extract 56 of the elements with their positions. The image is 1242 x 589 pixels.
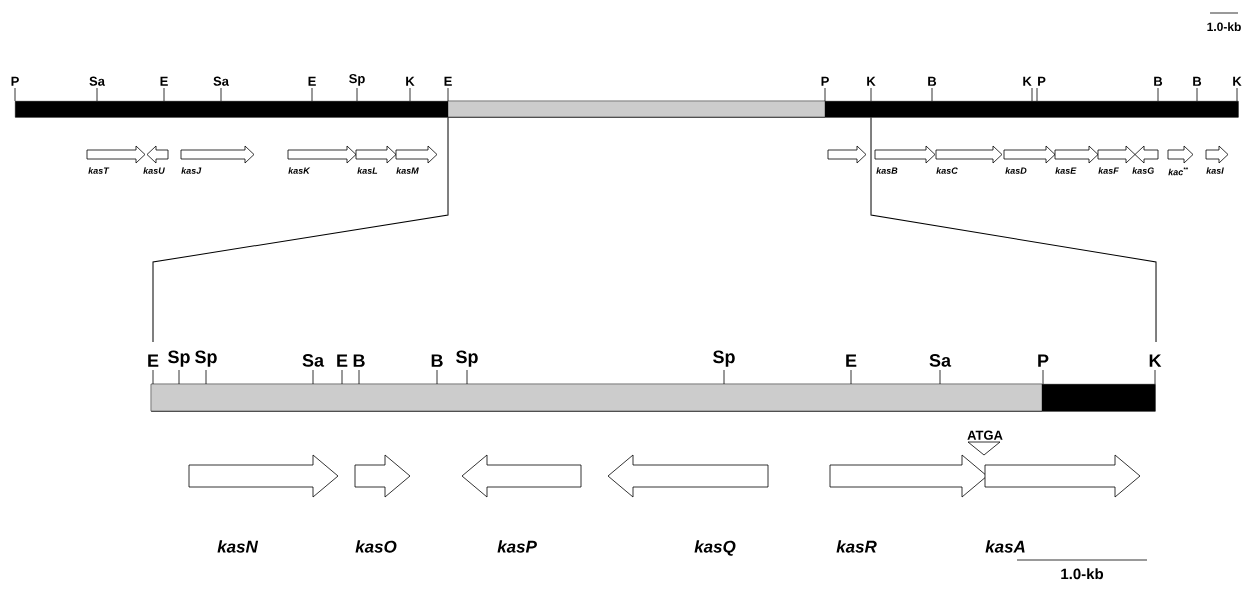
restriction-site: K [867, 76, 876, 102]
restriction-map-bar [150, 383, 1156, 412]
zoom-line [870, 117, 1157, 343]
restriction-site: B [353, 354, 365, 385]
gene-label: kasU [143, 167, 165, 174]
restriction-site: E [444, 76, 452, 102]
restriction-site: Sp [168, 350, 190, 385]
gene-label: kasR [836, 540, 877, 553]
gene-label: kasB [876, 167, 898, 174]
scale-bar: 1.0-kb [1016, 559, 1148, 580]
gene-label: kasK [288, 167, 311, 174]
restriction-site: K [1233, 76, 1242, 102]
restriction-site: Sa [929, 354, 952, 385]
restriction-map-bar [15, 100, 1239, 118]
scale-bar: 1.0-kb [1207, 12, 1241, 31]
gene-label: kasI [1206, 167, 1224, 174]
restriction-site: Sa [302, 354, 325, 385]
restriction-site: P [11, 76, 19, 102]
restriction-site: E [308, 76, 316, 102]
gene [827, 145, 867, 164]
restriction-site: P [1038, 354, 1049, 385]
restriction-site: B [1154, 76, 1163, 102]
restriction-site: Sp [195, 350, 217, 385]
restriction-site: K [406, 76, 415, 102]
restriction-site: K [1023, 76, 1033, 102]
restriction-site: E [846, 354, 857, 385]
gene-label: kasG [1132, 167, 1154, 174]
gene-label: kasE [1055, 167, 1077, 174]
gene-label: kasD [1005, 167, 1027, 174]
restriction-site: K [1149, 354, 1162, 385]
restriction-site: E [337, 354, 348, 385]
gene-label: kasQ [694, 540, 736, 556]
restriction-site: Sp [713, 350, 735, 385]
gene-label: kasN [217, 540, 259, 553]
restriction-site: Sp [456, 350, 478, 385]
gene-label: kasA [985, 540, 1025, 553]
restriction-site: E [160, 76, 168, 102]
restriction-site: Sp [349, 74, 365, 102]
gene-label: kasT [88, 167, 110, 174]
gene-label: kasL [357, 167, 378, 174]
gene-label: kasO [355, 540, 397, 553]
restriction-site: B [928, 76, 937, 102]
restriction-site: P [821, 76, 829, 102]
restriction-site: E [148, 354, 159, 385]
gene-label: kasC [936, 167, 958, 174]
gene-label: kasM [396, 167, 419, 174]
zoom-line [152, 117, 449, 343]
restriction-site: Sa [213, 76, 230, 102]
gene-label: kasJ [181, 167, 202, 174]
gene-label: kasP [497, 540, 537, 553]
restriction-site: B [1193, 76, 1202, 102]
gene-label: kasF [1098, 167, 1119, 174]
restriction-site: B [431, 354, 443, 385]
gene-label: kac$^{**}$ [1168, 167, 1189, 176]
restriction-site: P [1036, 76, 1046, 102]
restriction-site: Sa [89, 76, 106, 102]
